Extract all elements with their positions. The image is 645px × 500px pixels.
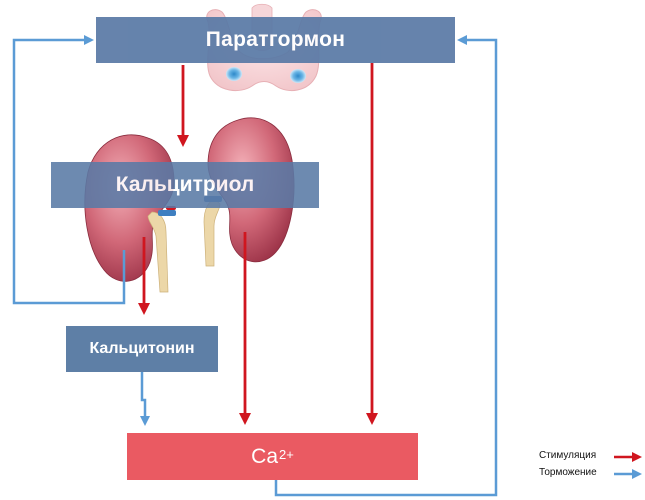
legend-inhibition-label: Торможение xyxy=(539,467,597,478)
legend-arrows xyxy=(614,452,642,479)
parathyroid-gland-right xyxy=(290,69,306,83)
stimulation-arrows xyxy=(138,63,378,425)
calcitonin-label: Кальцитонин xyxy=(89,340,195,357)
legend-stimulation-label: Стимуляция xyxy=(539,450,597,461)
calcitriol-box: Кальцитриол xyxy=(51,162,319,208)
parathyroid-hormone-box: Паратгормон xyxy=(96,17,455,63)
calcitriol-label: Кальцитриол xyxy=(115,173,255,196)
inhibition-arrows xyxy=(12,35,498,497)
inhibition-arrow-calcitonin-to-ca xyxy=(140,372,147,418)
calcium-label: Ca xyxy=(251,444,279,468)
inhibition-arrow-ca-to-pth xyxy=(274,38,498,497)
calcium-charge: 2+ xyxy=(279,447,294,462)
parathyroid-gland-left xyxy=(226,67,242,81)
ureter-right xyxy=(203,199,221,267)
renal-vein-left xyxy=(158,210,176,216)
calcitonin-box: Кальцитонин xyxy=(66,326,218,372)
parathyroid-hormone-label: Паратгормон xyxy=(205,28,346,51)
inhibition-arrow-calcitriol-to-pth xyxy=(12,38,126,305)
